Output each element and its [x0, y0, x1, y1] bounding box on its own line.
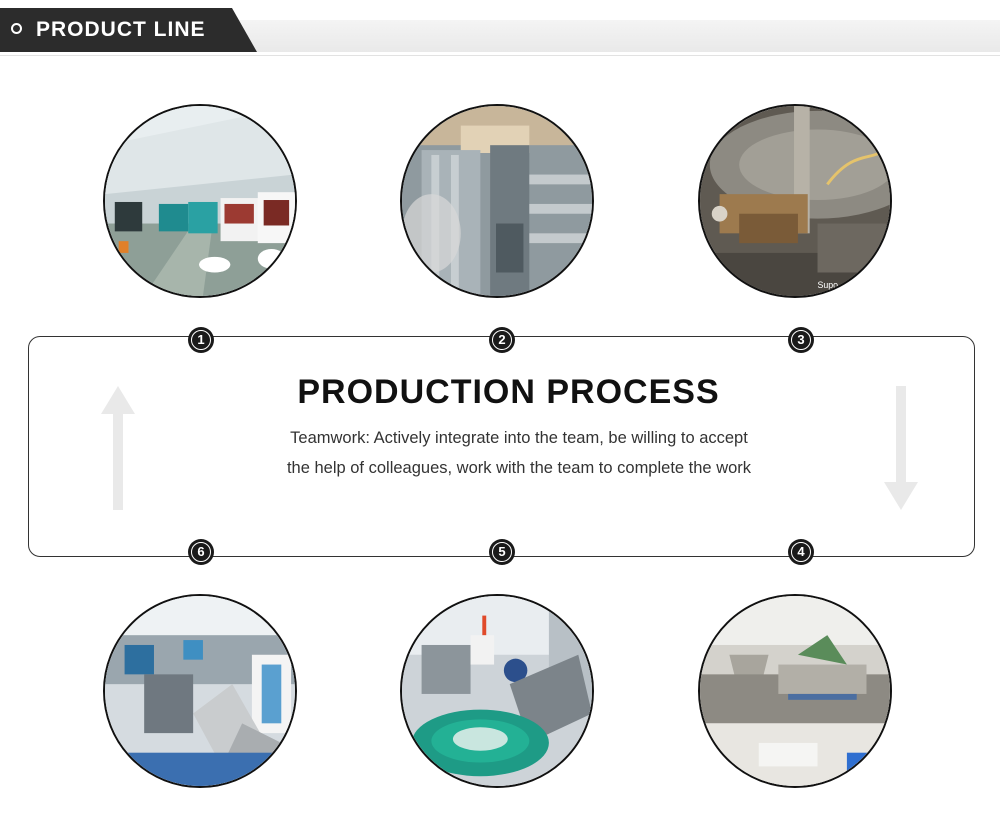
photo-step-5 [400, 594, 594, 788]
step-badge-3: 3 [788, 327, 814, 353]
process-description: Teamwork: Actively integrate into the te… [286, 429, 752, 477]
arrow-down-icon [884, 386, 918, 510]
photo-step-6 [103, 594, 297, 788]
step-number: 5 [492, 542, 512, 562]
step-badge-6: 6 [188, 539, 214, 565]
arrow-up-icon [101, 386, 135, 510]
step-badge-4: 4 [788, 539, 814, 565]
ring-icon [11, 23, 22, 34]
step-badge-5: 5 [489, 539, 515, 565]
photo-watermark: Supo [818, 280, 839, 290]
photo-step-3: Supo [698, 104, 892, 298]
photo-step-4 [698, 594, 892, 788]
header-banner [0, 8, 257, 52]
header-divider [0, 55, 1000, 56]
photo-step-1 [103, 104, 297, 298]
step-number: 6 [191, 542, 211, 562]
step-number: 1 [191, 330, 211, 350]
step-badge-2: 2 [489, 327, 515, 353]
step-number: 2 [492, 330, 512, 350]
step-badge-1: 1 [188, 327, 214, 353]
process-title: PRODUCTION PROCESS [297, 373, 720, 411]
step-number: 3 [791, 330, 811, 350]
photo-step-2 [400, 104, 594, 298]
section-title: PRODUCT LINE [36, 18, 206, 41]
step-number: 4 [791, 542, 811, 562]
production-process-panel [28, 336, 975, 557]
